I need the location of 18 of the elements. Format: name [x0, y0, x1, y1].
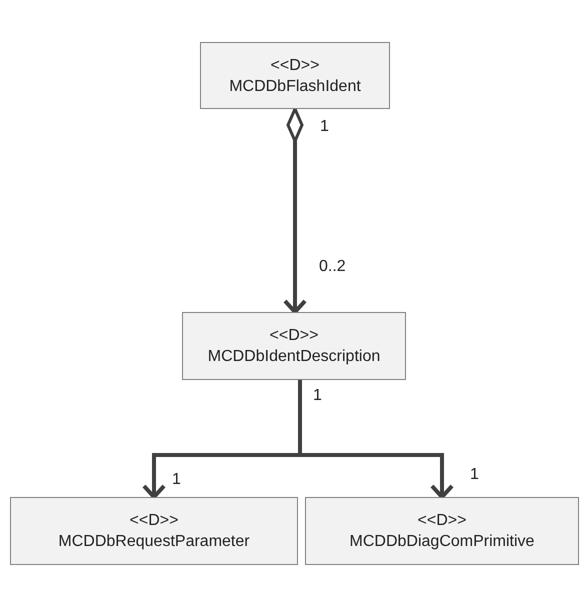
class-box: [305, 497, 579, 565]
class-box: [200, 42, 390, 109]
class-box: [10, 497, 298, 565]
aggregation-arrow: [283, 108, 307, 314]
class-name: MCDDbDiagComPrimitive: [350, 532, 534, 552]
multiplicity-label: 0..2: [319, 258, 346, 276]
stereotype-text: <<D>>: [130, 511, 178, 531]
class-name: MCDDbFlashIdent: [229, 76, 361, 96]
multiplicity-label: 1: [313, 387, 322, 405]
stereotype-text: <<D>>: [418, 511, 466, 531]
class-name: MCDDbRequestParameter: [58, 532, 250, 552]
multiplicity-label: 1: [172, 471, 181, 489]
class-name: MCDDbIdentDescription: [208, 347, 380, 367]
stereotype-text: <<D>>: [270, 56, 320, 76]
multiplicity-label: 1: [470, 466, 479, 484]
stereotype-text: <<D>>: [270, 326, 318, 346]
multiplicity-label: 1: [320, 118, 329, 136]
class-box: [182, 312, 406, 380]
